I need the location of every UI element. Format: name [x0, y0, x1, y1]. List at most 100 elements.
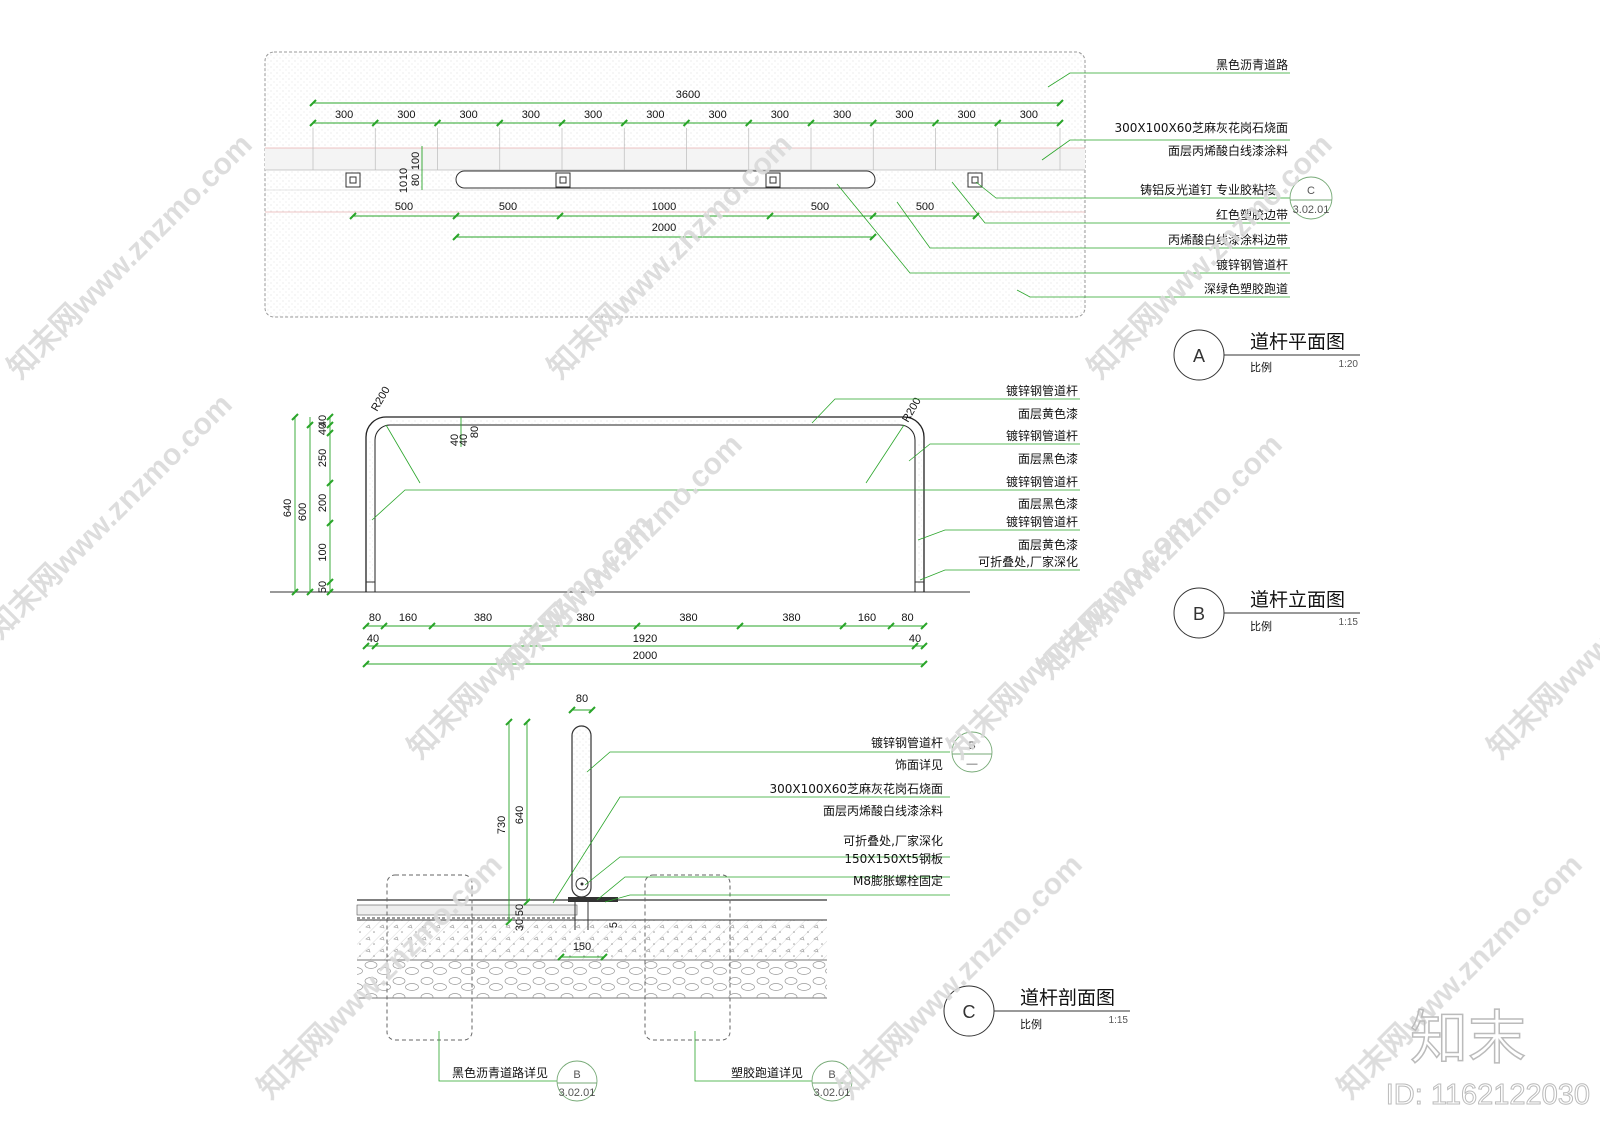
dim-segment: 500: [811, 201, 829, 213]
dim-width: 80: [576, 693, 588, 705]
dim-segment: 300: [833, 109, 851, 121]
dim-segment: 300: [522, 109, 540, 121]
dim-segment: 380: [576, 612, 594, 624]
section-label: 可折叠处,厂家深化: [843, 833, 943, 848]
ref-letter: B: [573, 1069, 580, 1081]
ref-sheet: 3.02.01: [814, 1087, 851, 1099]
plan-label: 黑色沥青道路: [1216, 57, 1288, 72]
elev-label: 面层黄色漆: [1018, 538, 1078, 552]
paving-joints: [312, 128, 1061, 170]
road-stud-icon: [345, 172, 361, 188]
elev-label: 可折叠处,厂家深化: [978, 554, 1078, 569]
dim-tick: [309, 119, 317, 127]
watermark-text: 知末网www.znzmo.com: [0, 388, 239, 645]
granite-band: [265, 148, 1085, 170]
dim-tick: [326, 421, 334, 429]
dim-tick: [620, 119, 628, 127]
elev-label: 面层黑色漆: [1018, 497, 1078, 511]
dim-segment: 300: [771, 109, 789, 121]
section-label: 饰面详见: [895, 757, 943, 772]
dim-segment: 160: [858, 612, 876, 624]
dim-top: 80: [469, 426, 481, 438]
dim-segment: 380: [474, 612, 492, 624]
dim-tick: [452, 212, 460, 220]
dim-tick: [869, 212, 877, 220]
watermark-text: 知末网www.znzmo.com: [402, 508, 659, 765]
base-gravel: [357, 960, 827, 998]
post: [571, 725, 592, 898]
dim-tick: [920, 622, 928, 630]
detail-reference-bubble: B 3.02.01: [811, 1060, 853, 1102]
title-block-a: A 道杆平面图 比例 1:20: [1173, 329, 1360, 381]
dim-segment: 300: [584, 109, 602, 121]
dim-segment: 300: [335, 109, 353, 121]
dim-segment: 300: [1020, 109, 1038, 121]
dim-tick: [380, 622, 388, 630]
section-label: M8膨胀螺栓固定: [853, 873, 943, 888]
dim-segment: 300: [708, 109, 726, 121]
view-letter: B: [1193, 604, 1205, 624]
title-block-b: B 道杆立面图 比例 1:15: [1173, 587, 1360, 639]
plan-label: 深绿色塑胶跑道: [1204, 281, 1288, 296]
dim-bottom: 40: [909, 633, 921, 645]
ref-sheet: 3.02.01: [559, 1087, 596, 1099]
elev-label: 面层黑色漆: [1018, 452, 1078, 466]
dim-tick: [326, 578, 334, 586]
scale-value: 1:20: [1339, 359, 1359, 370]
dim-tick: [326, 413, 334, 421]
dim-height: 640: [282, 499, 294, 517]
dim-tick: [556, 212, 564, 220]
view-title: 道杆立面图: [1250, 589, 1345, 611]
road-stud-icon: [555, 172, 571, 188]
dim-segment: 380: [782, 612, 800, 624]
dim-tick: [869, 119, 877, 127]
dim-side: 10: [398, 181, 410, 193]
detail-reference-bubble: B —: [951, 731, 993, 773]
scale-value: 1:15: [1109, 1015, 1129, 1026]
dim-tick: [428, 622, 436, 630]
dim-side: 10: [398, 168, 410, 180]
dim-tick: [362, 622, 370, 630]
radius-label: R200: [900, 396, 924, 425]
plan-label: 铸铝反光道钉 专业胶粘接: [1140, 182, 1276, 197]
dim-bottom: 1920: [633, 633, 657, 645]
dim-tick: [326, 588, 334, 596]
dim-top: 40: [449, 434, 461, 446]
road-stud-icon: [765, 172, 781, 188]
dim-segment: 80: [369, 612, 381, 624]
ref-sheet: —: [967, 758, 978, 770]
dim-tick: [558, 119, 566, 127]
dim-side: 80: [410, 174, 422, 186]
dim-side: 100: [410, 152, 422, 170]
dim-tick: [807, 119, 815, 127]
dim-tick: [530, 622, 538, 630]
dim-tick: [682, 119, 691, 127]
dim-tick: [306, 588, 314, 596]
bar-inner: [374, 424, 916, 592]
steel-plate: [568, 897, 618, 902]
dim-segment: 200: [317, 494, 329, 512]
plan-label: 镀锌钢管道杆: [1216, 257, 1288, 272]
plan-bar: [455, 170, 876, 189]
view-letter: A: [1193, 346, 1205, 366]
elev-label: 镀锌钢管道杆: [1006, 383, 1078, 398]
dim-segment: 500: [916, 201, 934, 213]
dim-height: 640: [514, 806, 526, 824]
dim-small: 30: [514, 919, 526, 931]
dim-tick: [326, 429, 334, 437]
elev-label: 镀锌钢管道杆: [1006, 474, 1078, 489]
dim-segment: 300: [957, 109, 975, 121]
dim-segment: 380: [679, 612, 697, 624]
detail-reference-bubble: B 3.02.01: [556, 1060, 598, 1102]
dim-segment: 80: [901, 612, 913, 624]
view-title: 道杆平面图: [1250, 331, 1345, 353]
dim-bolt: 5: [608, 922, 620, 928]
dim-segment: 500: [395, 201, 413, 213]
scale-value: 1:15: [1339, 617, 1359, 628]
section-label: 面层丙烯酸白线漆涂料: [823, 803, 943, 818]
dim-segment: 250: [317, 449, 329, 467]
dim-segment: 40: [317, 423, 329, 435]
dim-segment: 160: [399, 612, 417, 624]
